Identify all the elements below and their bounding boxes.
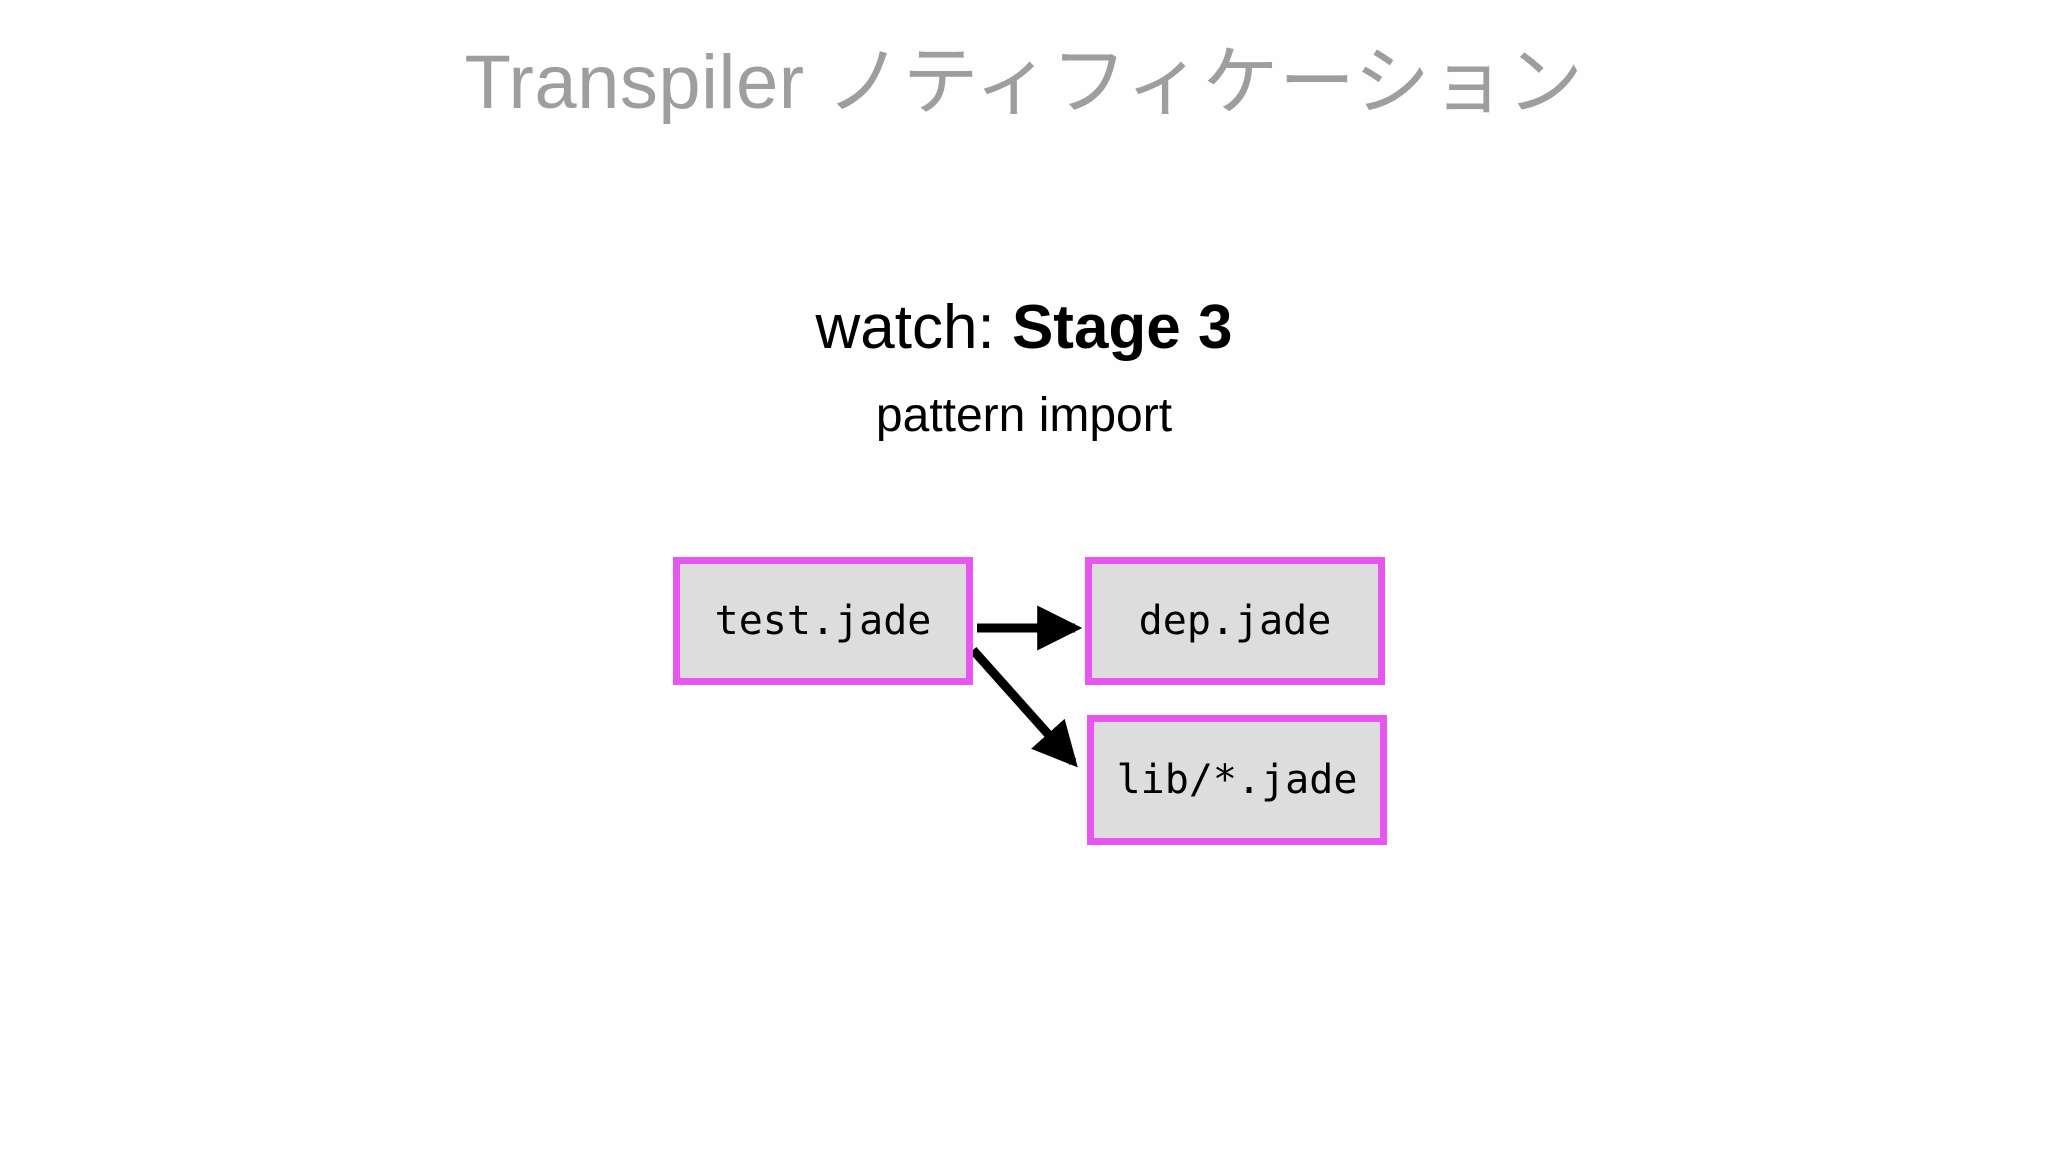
diagram-node-dep-jade[interactable]: dep.jade xyxy=(1085,557,1385,685)
page-title: Transpiler ノティフィケーション xyxy=(464,40,1584,125)
edge-test-to-lib xyxy=(969,647,1078,768)
subheadline: pattern import xyxy=(875,389,1173,442)
headline: watch: Stage 3 xyxy=(0,293,2048,362)
headline-strong: Stage 3 xyxy=(1011,293,1233,362)
diagram-node-test-jade[interactable]: test.jade xyxy=(673,557,973,685)
headline-lead: watch: xyxy=(815,293,1012,362)
diagram-node-lib-glob-jade[interactable]: lib/*.jade xyxy=(1087,715,1387,845)
